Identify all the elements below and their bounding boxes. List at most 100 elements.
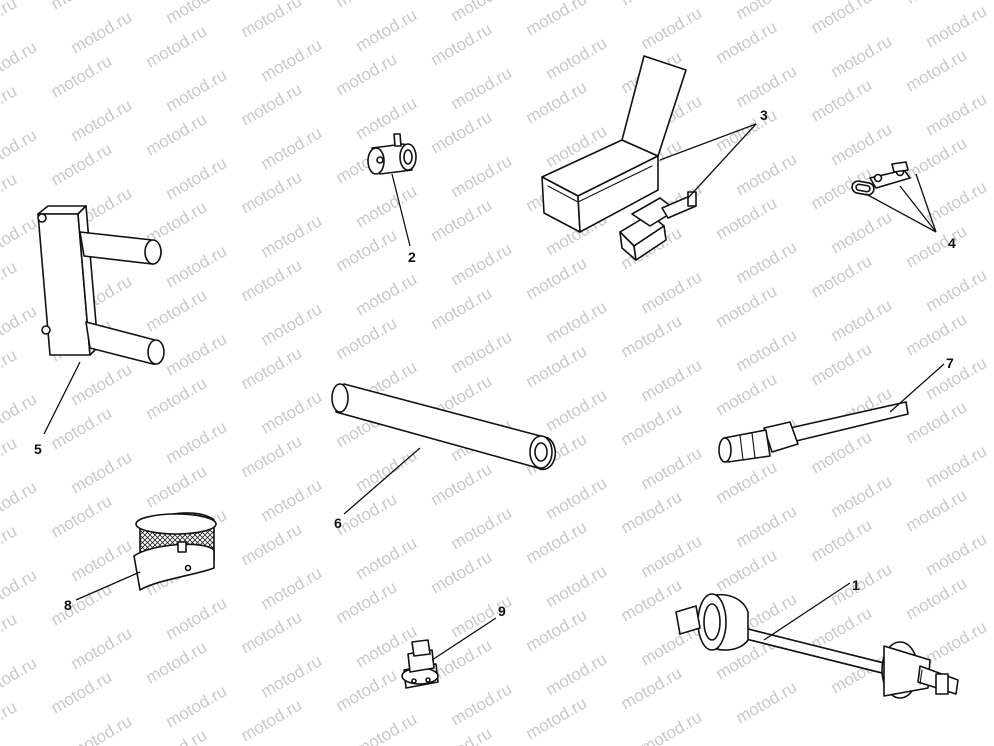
watermark-text: motod.ru (48, 491, 116, 541)
watermark-text: motod.ru (428, 195, 496, 245)
watermark-text: motod.ru (523, 77, 591, 127)
watermark-text: motod.ru (523, 341, 591, 391)
watermark-text: motod.ru (258, 387, 326, 437)
watermark-text: motod.ru (353, 181, 421, 231)
callout-3: 3 (760, 107, 768, 123)
watermark-text: motod.ru (353, 5, 421, 55)
watermark-text: motod.ru (618, 663, 686, 713)
watermark-text: motod.ru (523, 693, 591, 743)
watermark-text: motod.ru (258, 123, 326, 173)
callout-2: 2 (408, 249, 416, 265)
watermark-text: motod.ru (903, 45, 971, 95)
watermark-text: motod.ru (68, 623, 136, 673)
watermark-text: motod.ru (0, 0, 20, 43)
watermark-text: motod.ru (0, 125, 40, 175)
watermark-text: motod.ru (238, 695, 306, 745)
watermark-text: motod.ru (353, 93, 421, 143)
watermark-text: motod.ru (828, 559, 896, 609)
watermark-text: motod.ru (238, 519, 306, 569)
watermark-text: motod.ru (428, 107, 496, 157)
watermark-text: motod.ru (713, 105, 781, 155)
watermark-text: motod.ru (808, 75, 876, 125)
callout-6: 6 (334, 515, 342, 531)
watermark-text: motod.ru (923, 265, 991, 315)
watermark-text: motod.ru (353, 269, 421, 319)
callout-9: 9 (498, 603, 506, 619)
watermark-text: motod.ru (923, 89, 991, 139)
watermark-text: motod.ru (808, 515, 876, 565)
watermark-text: motod.ru (48, 667, 116, 717)
watermark-text: motod.ru (448, 679, 516, 729)
watermark-text: motod.ru (808, 0, 876, 37)
watermark-text: motod.ru (923, 1, 991, 51)
watermark-text: motod.ru (163, 153, 231, 203)
watermark-text: motod.ru (638, 267, 706, 317)
watermark-text: motod.ru (258, 299, 326, 349)
watermark-text: motod.ru (543, 649, 611, 699)
watermark-text: motod.ru (333, 225, 401, 275)
watermark-text: motod.ru (0, 477, 40, 527)
watermark-text: motod.ru (543, 561, 611, 611)
watermark-text: motod.ru (923, 353, 991, 403)
watermark-text: motod.ru (0, 37, 40, 87)
watermark-text: motod.ru (713, 281, 781, 331)
callout-5: 5 (34, 441, 42, 457)
watermark-text: motod.ru (143, 109, 211, 159)
watermark-text: motod.ru (618, 311, 686, 361)
watermark-text: motod.ru (428, 283, 496, 333)
callout-4: 4 (948, 235, 956, 251)
watermark-text: motod.ru (143, 373, 211, 423)
tool-5-plate (37, 205, 165, 365)
watermark-text: motod.ru (448, 151, 516, 201)
callout-7: 7 (946, 355, 954, 371)
watermark-text: motod.ru (48, 0, 116, 13)
watermark-text: motod.ru (333, 665, 401, 715)
watermark-text: motod.ru (48, 403, 116, 453)
watermark-text: motod.ru (828, 471, 896, 521)
watermark-text: motod.ru (733, 149, 801, 199)
watermark-text: motod.ru (903, 309, 971, 359)
watermark-text: motod.ru (828, 207, 896, 257)
leader-lines (43, 123, 945, 661)
watermark-text: motod.ru (713, 369, 781, 419)
watermark-text: motod.ru (258, 35, 326, 85)
watermark-text: motod.ru (163, 329, 231, 379)
watermark-text: motod.ru (543, 33, 611, 83)
watermark-text: motod.ru (448, 327, 516, 377)
watermark-text: motod.ru (0, 389, 40, 439)
watermark-text: motod.ru (143, 21, 211, 71)
watermark-text: motod.ru (0, 301, 40, 351)
watermark-text: motod.ru (923, 177, 991, 227)
watermark-text: motod.ru (428, 459, 496, 509)
watermark-text: motod.ru (543, 385, 611, 435)
watermark-text: motod.ru (353, 709, 421, 746)
watermark-text: motod.ru (163, 65, 231, 115)
watermark-text: motod.ru (618, 575, 686, 625)
watermark-text: motod.ru (543, 473, 611, 523)
watermark-text: motod.ru (733, 237, 801, 287)
watermark-text: motod.ru (903, 485, 971, 535)
watermark-text: motod.ru (333, 0, 401, 11)
watermark-text: motod.ru (163, 593, 231, 643)
watermark-text: motod.ru (618, 0, 686, 9)
watermark-text: motod.ru (48, 139, 116, 189)
watermark-text: motod.ru (68, 95, 136, 145)
watermark-text: motod.ru (828, 31, 896, 81)
watermark-text: motod.ru (68, 7, 136, 57)
watermark-text: motod.ru (0, 653, 40, 703)
watermark-text: motod.ru (523, 605, 591, 655)
watermark-text: motod.ru (238, 255, 306, 305)
watermark-text: motod.ru (163, 241, 231, 291)
watermark-text: motod.ru (428, 19, 496, 69)
watermark-text: motod.ru (238, 167, 306, 217)
tool-2-bush (367, 133, 417, 175)
watermark-text: motod.ru (523, 0, 591, 39)
watermark-text: motod.ru (143, 461, 211, 511)
watermark-text: motod.ru (68, 711, 136, 746)
watermark-text: motod.ru (333, 489, 401, 539)
watermark-text: motod.ru (163, 681, 231, 731)
watermark-text: motod.ru (0, 169, 20, 219)
